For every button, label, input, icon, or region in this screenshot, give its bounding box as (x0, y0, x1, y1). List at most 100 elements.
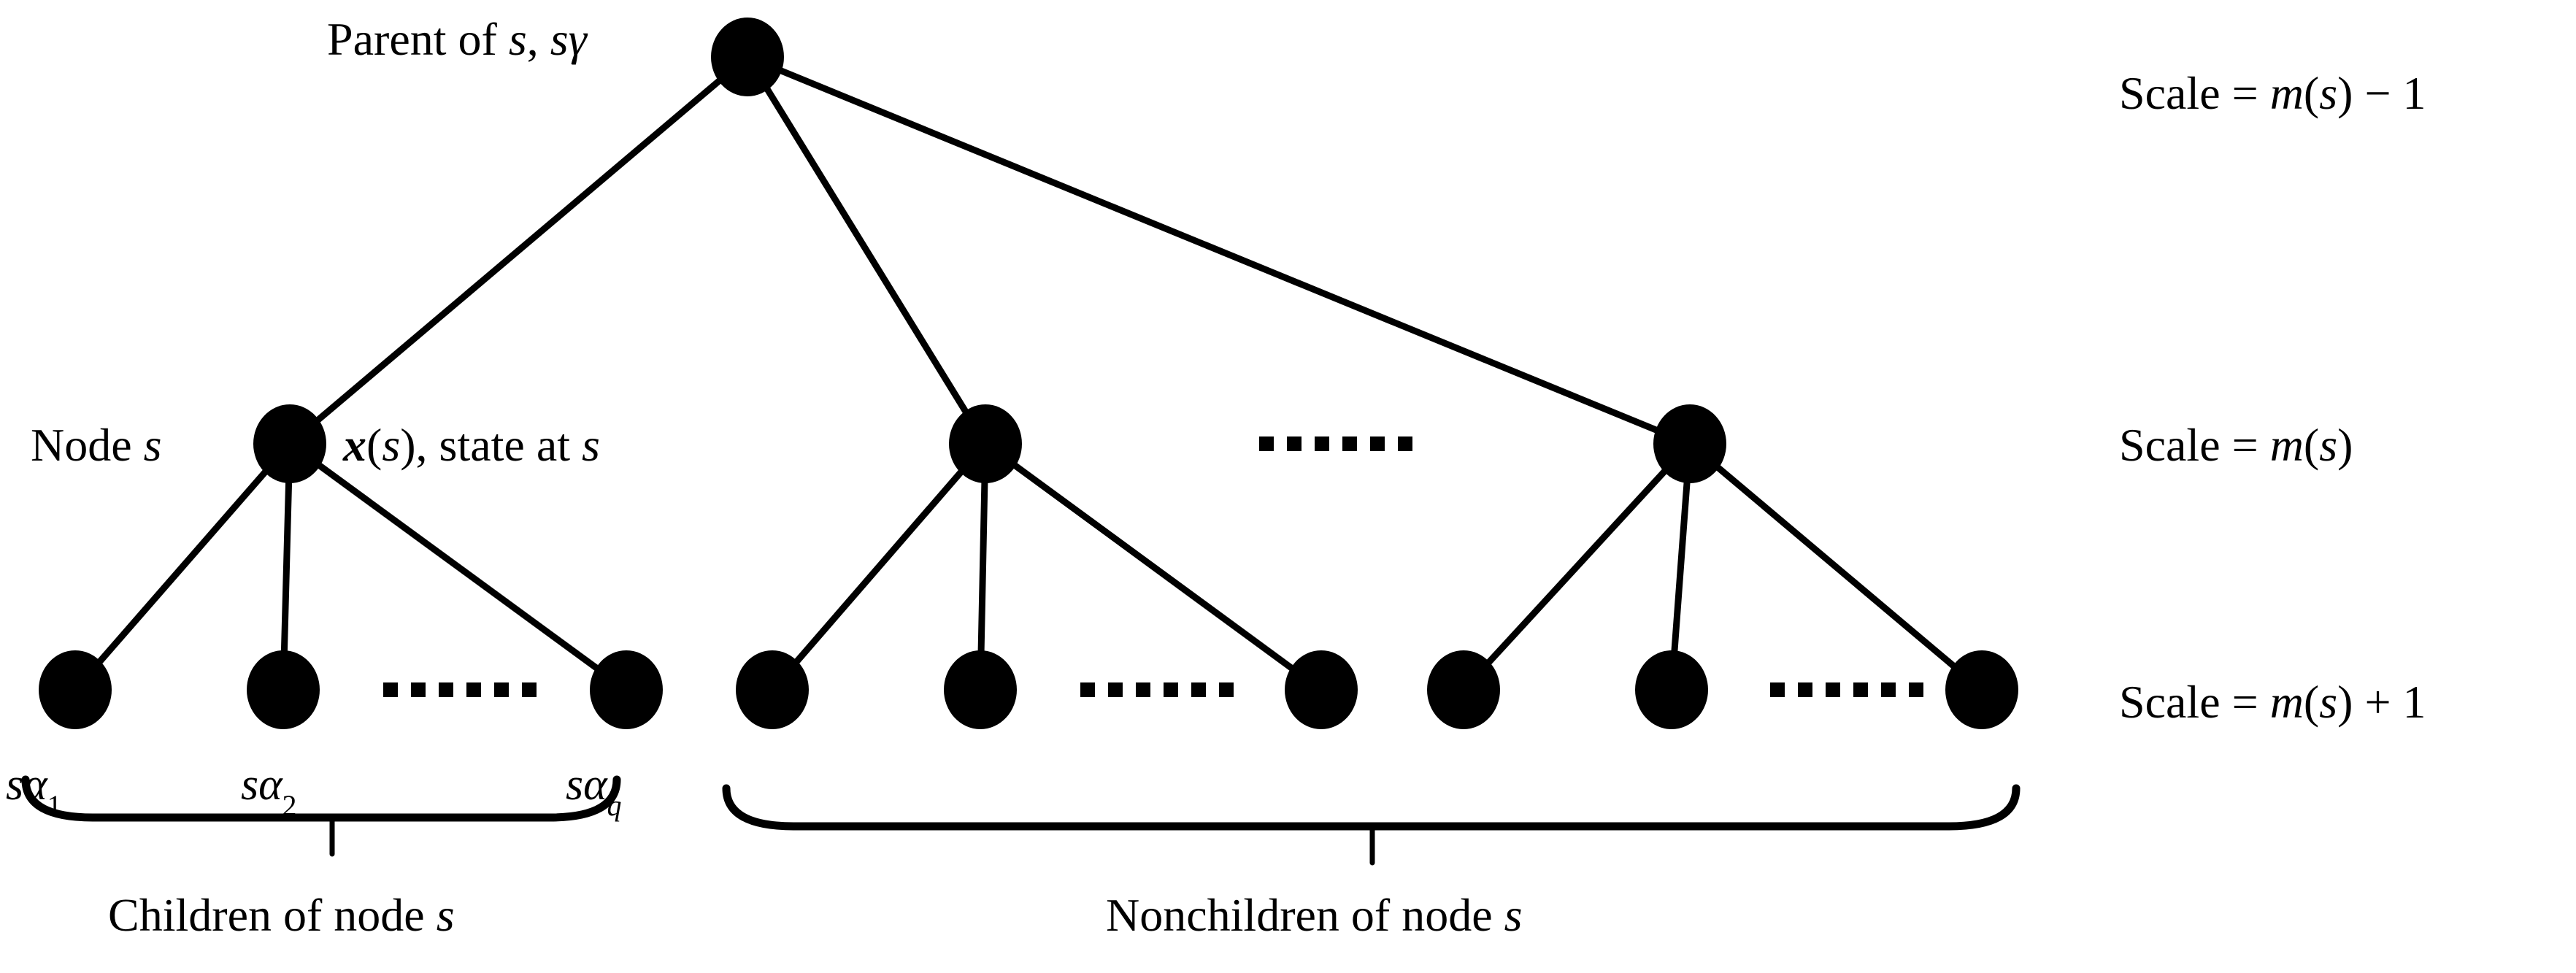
scale3-paren-open: ( (2303, 676, 2320, 728)
label-state-italic-s: s (382, 419, 401, 471)
tree-edge (286, 53, 751, 447)
caption-children-italic-s: s (436, 889, 455, 941)
scale1-plain: Scale = (2119, 67, 2270, 119)
scale2-paren-open: ( (2303, 419, 2320, 471)
ellipsis-layer (383, 436, 1923, 697)
scale3-paren-close: ) (2337, 676, 2353, 728)
tree-edge (1686, 440, 1985, 693)
ellipsis-dot (1770, 682, 1785, 697)
caption-children-plain: Children of node (108, 889, 437, 941)
tree-edge (1668, 440, 1693, 693)
tree-edge (977, 440, 989, 693)
tree-node (1285, 650, 1358, 729)
scale2-italic-m: m (2269, 419, 2304, 471)
child2-base: sα (241, 760, 282, 809)
tree-node (1427, 650, 1500, 729)
label-child-2: sα2 (241, 760, 297, 820)
child1-base: sα (6, 760, 47, 809)
tree-edge (72, 440, 293, 693)
tree-edge (286, 440, 630, 693)
tree-edge (982, 440, 1325, 693)
scale1-italic-s: s (2319, 67, 2338, 119)
ellipsis-dot (1108, 682, 1123, 697)
tree-node (711, 18, 784, 96)
caption-nonchildren: Nonchildren of node s (1106, 892, 1523, 939)
ellipsis-dot (1287, 436, 1302, 451)
ellipsis-dot (1259, 436, 1274, 451)
ellipsis-dot (1909, 682, 1923, 697)
tree-node (1653, 404, 1726, 483)
scale3-plain: Scale = (2119, 676, 2270, 728)
ellipsis-dot (1315, 436, 1329, 451)
ellipsis-dot (1136, 682, 1150, 697)
label-parent-node: Parent of s, sγ (327, 16, 587, 63)
tree-edge (1460, 440, 1693, 693)
tree-node (247, 650, 320, 729)
caption-children: Children of node s (108, 892, 455, 939)
ellipsis-dot (1826, 682, 1840, 697)
caption-nonchildren-plain: Nonchildren of node (1106, 889, 1504, 941)
label-parent-italic-s: s (508, 13, 527, 65)
tree-edge (744, 53, 1693, 447)
tree-edge (769, 440, 989, 693)
scale1-paren-close: ) (2337, 67, 2353, 119)
ellipsis-dot (1164, 682, 1178, 697)
tree-node (944, 650, 1017, 729)
label-state-rest: , state at (415, 419, 582, 471)
scale1-italic-m: m (2269, 67, 2304, 119)
scale2-plain: Scale = (2119, 419, 2270, 471)
tree-node (736, 650, 809, 729)
nodes-layer (39, 18, 2018, 729)
ellipsis-dot (494, 682, 509, 697)
ellipsis-dot (383, 682, 398, 697)
label-parent-italic-sgamma: sγ (550, 13, 587, 65)
label-scale-middle: Scale = m(s) (2119, 422, 2353, 469)
tree-node (1635, 650, 1708, 729)
tree-node (949, 404, 1022, 483)
children-brace (21, 775, 621, 822)
label-state-italic-s2: s (582, 419, 600, 471)
label-child-q: sαq (566, 760, 622, 820)
tree-node (39, 650, 112, 729)
label-child-1: sα1 (6, 760, 62, 820)
ellipsis-dot (1881, 682, 1896, 697)
tree-edge (280, 440, 293, 693)
tree-node (253, 404, 326, 483)
label-scale-above: Scale = m(s) − 1 (2119, 70, 2426, 117)
label-node-plain: Node (31, 419, 144, 471)
label-state-paren-close: ) (400, 419, 416, 471)
tree-edge (744, 53, 989, 447)
label-state-at-s: x(s), state at s (343, 422, 600, 469)
ellipsis-dot (522, 682, 537, 697)
braces-layer (21, 775, 2021, 866)
scale3-italic-m: m (2269, 676, 2304, 728)
scale1-tail: − 1 (2353, 67, 2426, 119)
tree-node (1945, 650, 2018, 729)
childq-subscript: q (607, 790, 622, 823)
ellipsis-dot (1398, 436, 1412, 451)
childq-base: sα (566, 760, 607, 809)
ellipsis-dot (1798, 682, 1812, 697)
label-scale-below: Scale = m(s) + 1 (2119, 679, 2426, 726)
ellipsis-dot (1191, 682, 1206, 697)
caption-nonchildren-italic-s: s (1504, 889, 1523, 941)
edges-layer (72, 53, 1985, 693)
scale3-italic-s: s (2319, 676, 2338, 728)
ellipsis-dot (1219, 682, 1234, 697)
label-node-s: Node s (31, 422, 162, 469)
ellipsis-dot (411, 682, 426, 697)
ellipsis-dot (466, 682, 481, 697)
ellipsis-dot (1853, 682, 1868, 697)
scale1-paren-open: ( (2303, 67, 2320, 119)
nonchildren-brace (722, 784, 2021, 831)
scale3-tail: + 1 (2353, 676, 2426, 728)
ellipsis-dot (439, 682, 453, 697)
label-node-italic-s: s (143, 419, 162, 471)
scale2-paren-close: ) (2337, 419, 2353, 471)
label-parent-comma: , (526, 13, 550, 65)
label-state-bold-x: x (343, 419, 366, 471)
ellipsis-dot (1370, 436, 1385, 451)
child2-subscript: 2 (282, 790, 297, 823)
